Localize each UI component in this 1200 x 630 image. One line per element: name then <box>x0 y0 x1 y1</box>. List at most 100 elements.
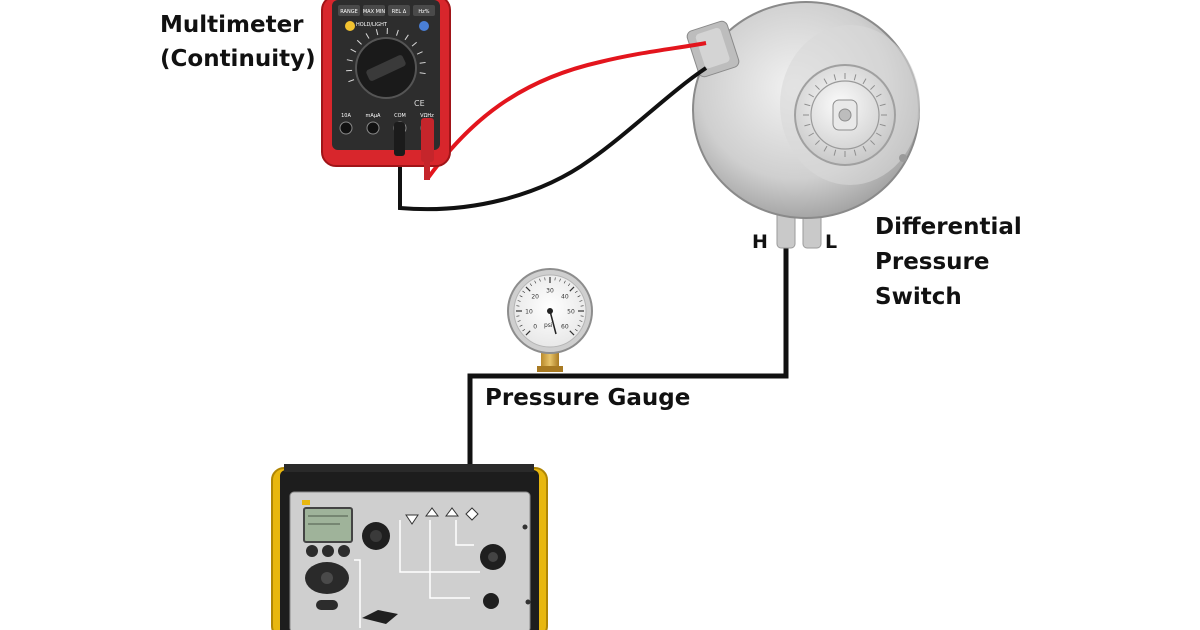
switch-label-line3: Switch <box>875 284 962 310</box>
black-probe <box>394 122 405 156</box>
select-button[interactable] <box>419 21 429 31</box>
setpoint-tick <box>804 103 811 107</box>
vent-knob[interactable] <box>483 593 499 609</box>
multimeter-button[interactable] <box>413 5 435 16</box>
gauge-tick <box>529 283 533 287</box>
setpoint-tick <box>833 74 837 81</box>
setpoint-tick <box>875 132 882 137</box>
multimeter-label-line2: (Continuity) <box>160 46 316 72</box>
setpoint-tick <box>808 132 815 137</box>
setpoint-tick <box>833 149 837 156</box>
jack-label: COM <box>394 113 406 119</box>
gauge-tick <box>519 295 523 298</box>
gauge-tick <box>519 324 523 327</box>
switch-label-line1: Differential <box>875 214 1022 240</box>
gauge-tick <box>567 283 571 287</box>
setpoint-tick <box>853 149 857 156</box>
gauge-tick <box>563 280 566 284</box>
setpoint-tick <box>870 84 876 90</box>
multimeter-button-label: Hz% <box>418 9 429 15</box>
dial-mark <box>419 72 426 75</box>
gauge-tick <box>522 290 526 294</box>
setpoint-tick <box>879 123 886 127</box>
gauge-tick-label: 0 <box>533 323 537 330</box>
jack-label: 10A <box>341 113 351 119</box>
setpoint-tick <box>853 74 857 81</box>
dial-mark <box>346 59 353 62</box>
dial-mark <box>396 29 399 36</box>
gauge-unit: psi <box>544 322 553 329</box>
differential-pressure-switch <box>686 1 920 249</box>
setpoint-tick <box>823 78 828 85</box>
setpoint-tick <box>814 140 820 146</box>
gauge-tick <box>525 330 531 336</box>
enter-button[interactable] <box>316 600 338 610</box>
setpoint-tick <box>862 145 867 152</box>
gauge-tick-label: 50 <box>567 309 575 316</box>
dial-mark <box>350 48 357 53</box>
multimeter-button-label: RANGE <box>340 9 357 15</box>
f2-button[interactable] <box>322 545 334 557</box>
gauge-tick-label: 40 <box>561 294 569 301</box>
gauge-tick <box>539 278 541 282</box>
hold-button[interactable] <box>345 21 355 31</box>
gauge-tick <box>522 328 526 332</box>
multimeter-button[interactable] <box>388 5 410 16</box>
pressure-calibrator <box>271 464 548 630</box>
dial-mark <box>411 41 417 47</box>
f3-button[interactable] <box>338 545 350 557</box>
dial-mark <box>419 61 426 64</box>
hold-light-label: HOLD/LIGHT <box>356 22 388 28</box>
pressure-gauge: 010 20 30 40 50 60 psi <box>507 268 593 372</box>
multimeter: RANGE MAX MIN REL Δ Hz% HOLD/LIGHT CE 10A mA… <box>321 0 451 180</box>
f1-button[interactable] <box>306 545 318 557</box>
pressure-gauge-label: Pressure Gauge <box>485 385 691 411</box>
ce-mark: CE <box>414 99 425 108</box>
low-port-label: L <box>825 231 838 253</box>
gauge-tick-label: 60 <box>561 323 569 330</box>
multimeter-button[interactable] <box>338 5 360 16</box>
red-test-lead <box>426 41 707 180</box>
calibrator-display <box>303 507 353 543</box>
red-probe <box>421 118 434 162</box>
setpoint-tick <box>823 145 828 152</box>
gauge-tick-label: 10 <box>525 309 533 316</box>
switch-label-line2: Pressure <box>875 249 990 275</box>
gauge-tick <box>517 300 521 302</box>
input-jack[interactable] <box>339 121 353 135</box>
gauge-tick <box>534 280 537 284</box>
gauge-tick <box>559 278 561 282</box>
multimeter-button[interactable] <box>363 5 385 16</box>
gauge-needle <box>549 310 557 335</box>
input-jack[interactable] <box>366 121 380 135</box>
dial-mark <box>404 34 409 41</box>
gauge-tick <box>579 320 583 322</box>
gauge-tick <box>577 295 581 298</box>
gauge-tick <box>517 320 521 322</box>
gauge-tick-label: 30 <box>546 288 554 295</box>
dial-mark <box>348 79 355 83</box>
gauge-tick <box>577 324 581 327</box>
dial-mark <box>416 51 423 55</box>
setpoint-tick <box>870 140 876 146</box>
high-port-label: H <box>752 231 768 253</box>
setpoint-tick <box>814 84 820 90</box>
multimeter-button-label: MAX MIN <box>363 9 386 15</box>
dial-mark <box>375 29 379 36</box>
setpoint-tick <box>875 93 882 98</box>
jack-label: mAμA <box>366 113 381 119</box>
dial-mark <box>356 39 362 45</box>
setpoint-tick <box>808 93 815 98</box>
jack-label: VΩHz <box>420 113 434 119</box>
gauge-tick <box>569 330 575 336</box>
gauge-tick <box>574 328 578 332</box>
selector-valve[interactable] <box>362 610 398 624</box>
gauge-tick <box>574 290 578 294</box>
dial-mark <box>365 33 370 39</box>
multimeter-label-line1: Multimeter <box>160 12 304 38</box>
gauge-tick <box>525 286 531 292</box>
black-test-lead <box>398 66 708 212</box>
multimeter-button-label: REL Δ <box>392 9 407 15</box>
setpoint-tick <box>862 78 867 85</box>
gauge-tick-label: 20 <box>531 294 539 301</box>
